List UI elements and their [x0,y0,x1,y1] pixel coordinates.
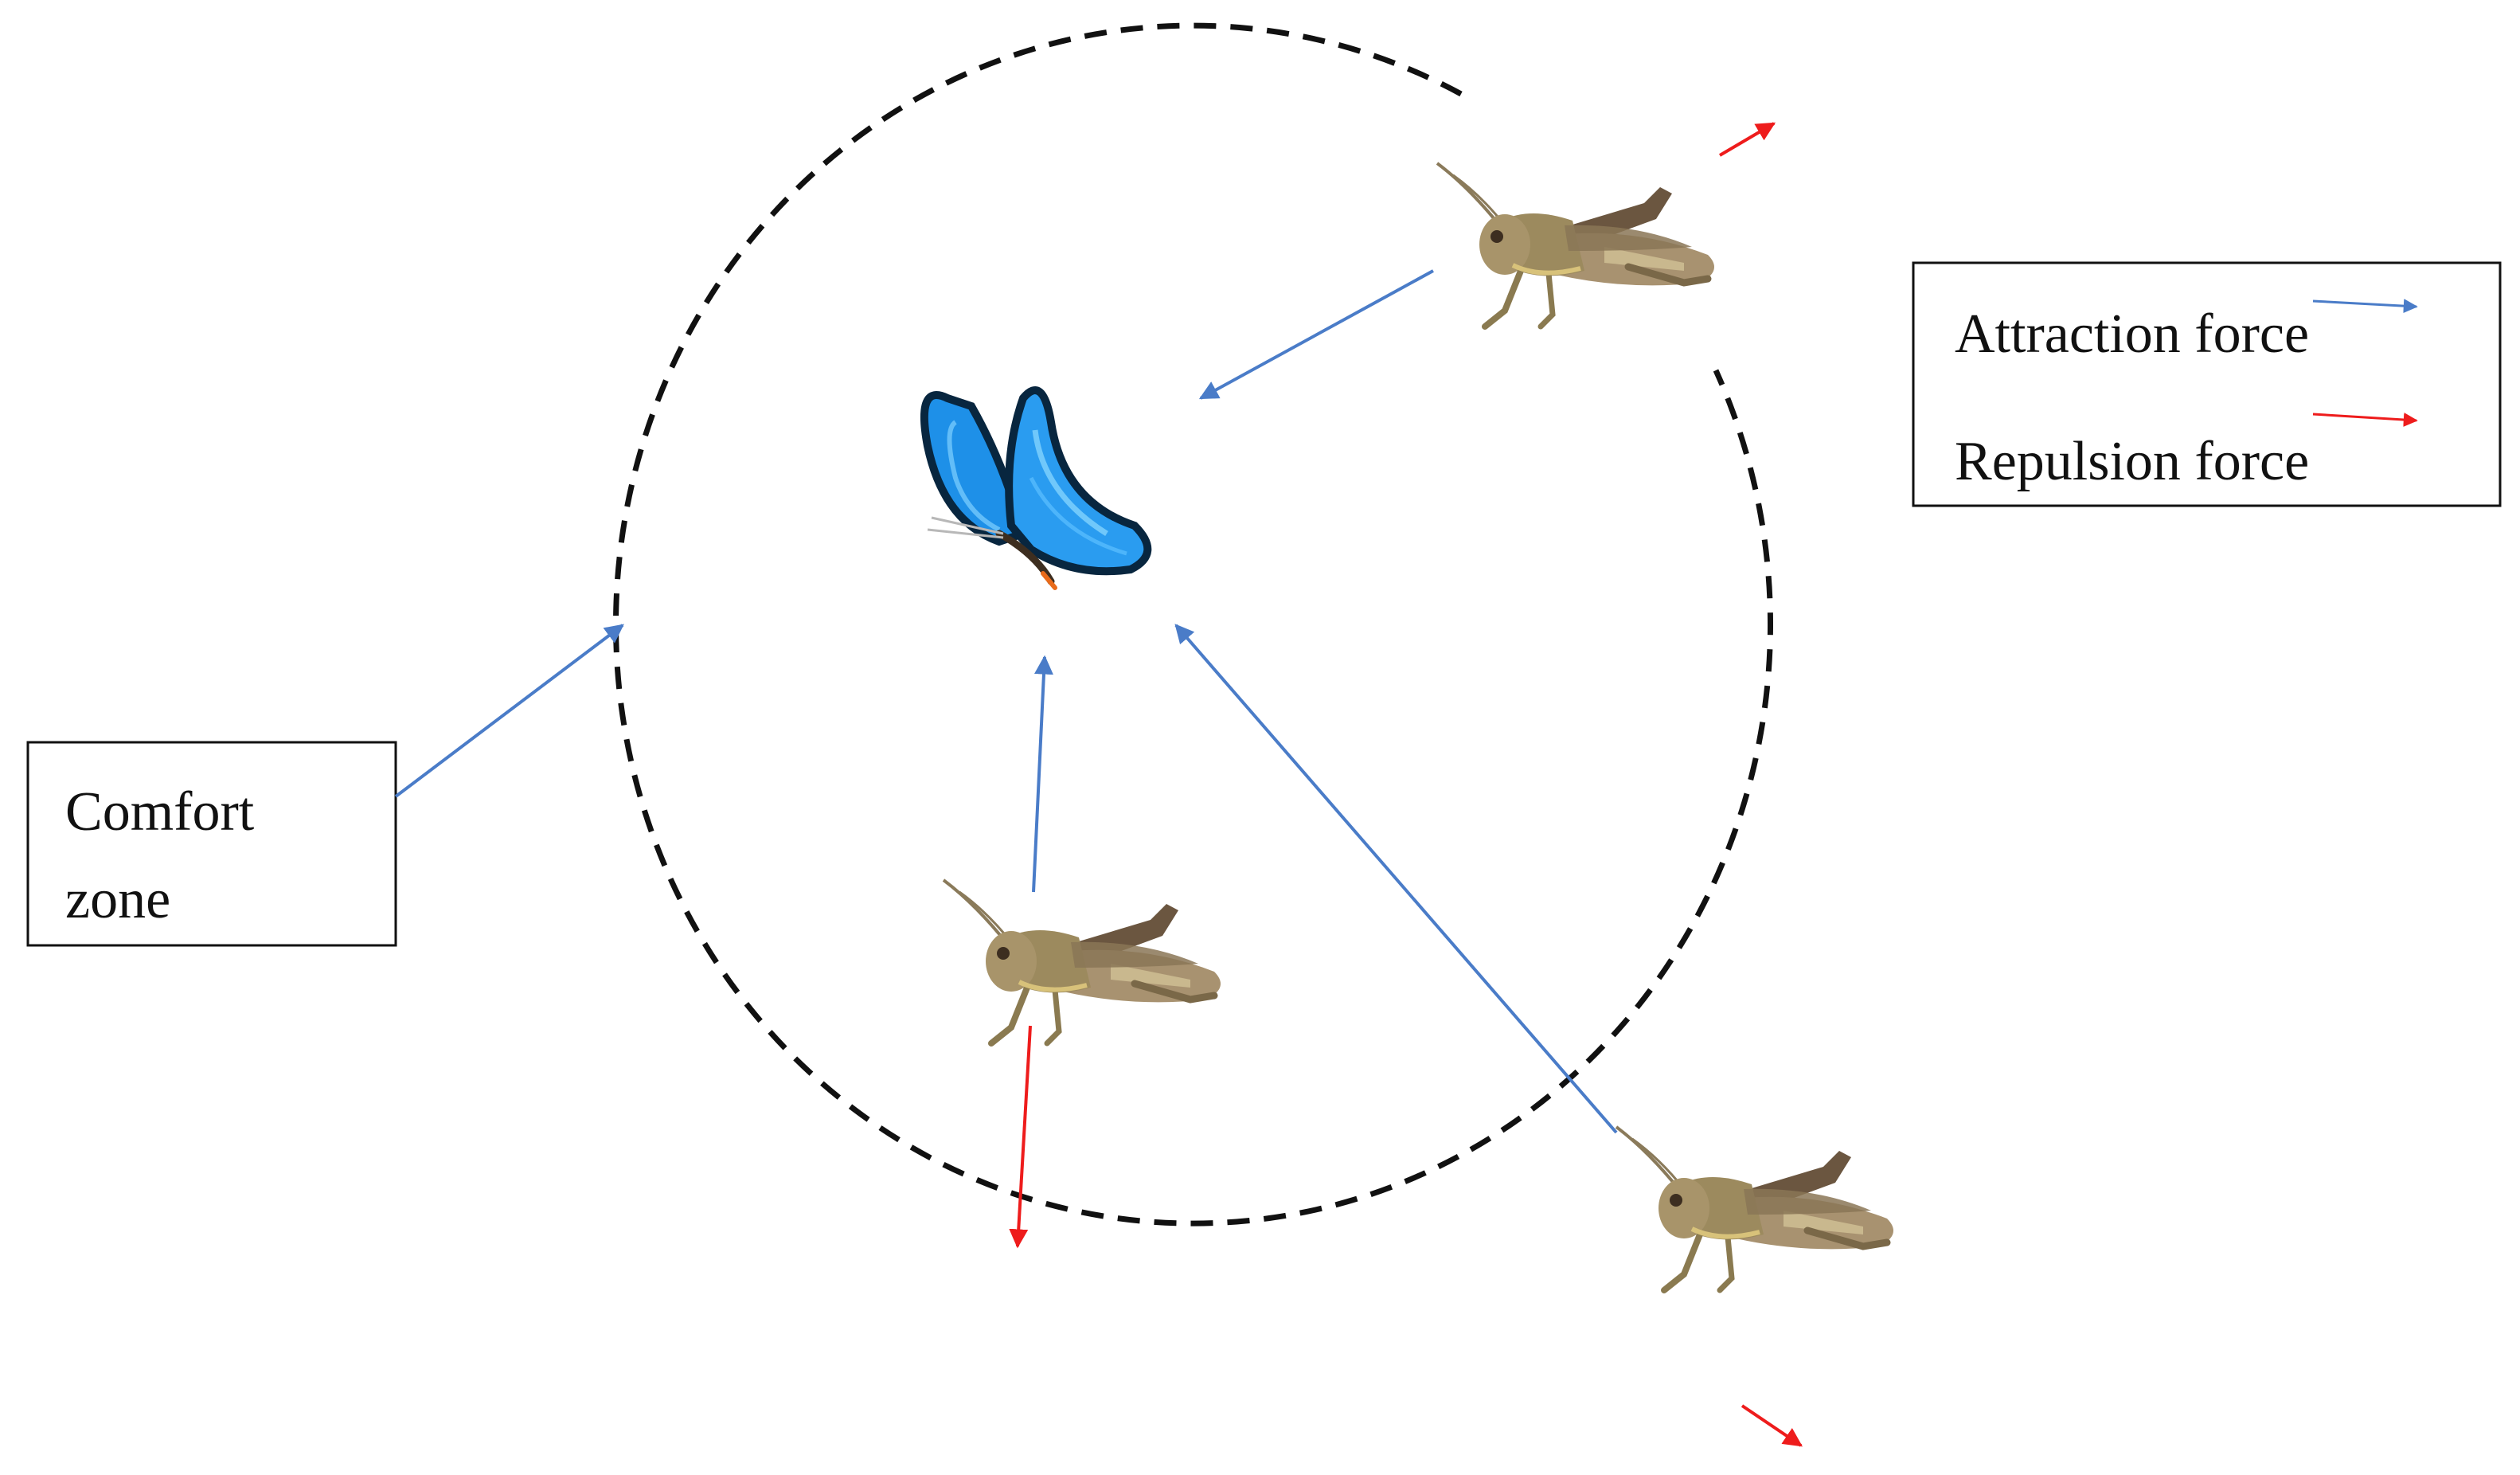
attraction-arrow-top-right [1198,269,1434,400]
repulsion-arrow-top-right [1718,122,1776,157]
grasshopper-icon-inside [944,880,1221,1043]
comfort-zone-circle [613,22,1773,1227]
butterfly-icon [920,386,1152,590]
legend-attraction-arrow [2312,299,2418,314]
legend-box: Attraction force Repulsion force [1912,261,2502,507]
comfort-zone-box: Comfort zone [26,741,397,947]
grasshopper-icon-top-right [1437,163,1714,327]
comfort-zone-pointer-arrow [394,624,624,798]
comfort-zone-label-line1: Comfort [65,781,255,843]
repulsion-arrow-inside [1009,1025,1032,1249]
comfort-zone-label-line2: zone [65,869,170,930]
repulsion-arrow-bottom-right [1741,1404,1803,1447]
legend-attraction-label: Attraction force [1955,303,2309,365]
legend-repulsion-arrow [2312,413,2418,427]
attraction-arrow-bottom-right [1174,624,1618,1134]
attraction-arrow-inside [1032,655,1053,893]
legend-repulsion-label: Repulsion force [1955,431,2309,492]
grasshopper-icon-bottom-right [1616,1127,1893,1290]
